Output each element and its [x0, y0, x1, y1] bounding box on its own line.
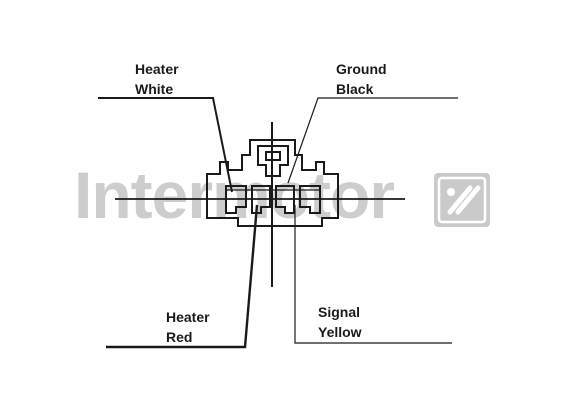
- ground-black-leader: [287, 97, 458, 184]
- ground-black-label: Ground Black: [336, 59, 387, 99]
- pin-cavity: [275, 185, 295, 214]
- connector-top-tab: [257, 145, 289, 177]
- heater-white-label: Heater White: [135, 59, 179, 99]
- heater-red-label: Heater Red: [166, 307, 210, 347]
- heater-white-label-line2: White: [135, 81, 174, 97]
- signal-yellow-leader: [294, 205, 452, 344]
- pin-cavity: [225, 185, 247, 214]
- intermotor-logo-icon: [434, 173, 490, 227]
- heater-red-label-line1: Heater: [166, 309, 210, 325]
- signal-yellow-label-line1: Signal: [318, 304, 361, 320]
- signal-yellow-label-line2: Yellow: [318, 324, 362, 340]
- signal-yellow-label: Signal Yellow: [318, 302, 362, 342]
- heater-red-label-line2: Red: [166, 329, 193, 345]
- pin-cavity: [299, 185, 321, 214]
- heater-white-label-line1: Heater: [135, 61, 179, 77]
- ground-black-label-line1: Ground: [336, 61, 387, 77]
- pin-cavity: [251, 185, 271, 214]
- heater-white-leader: [98, 97, 233, 193]
- ground-black-label-line2: Black: [336, 81, 374, 97]
- heater-red-leader: [106, 204, 259, 349]
